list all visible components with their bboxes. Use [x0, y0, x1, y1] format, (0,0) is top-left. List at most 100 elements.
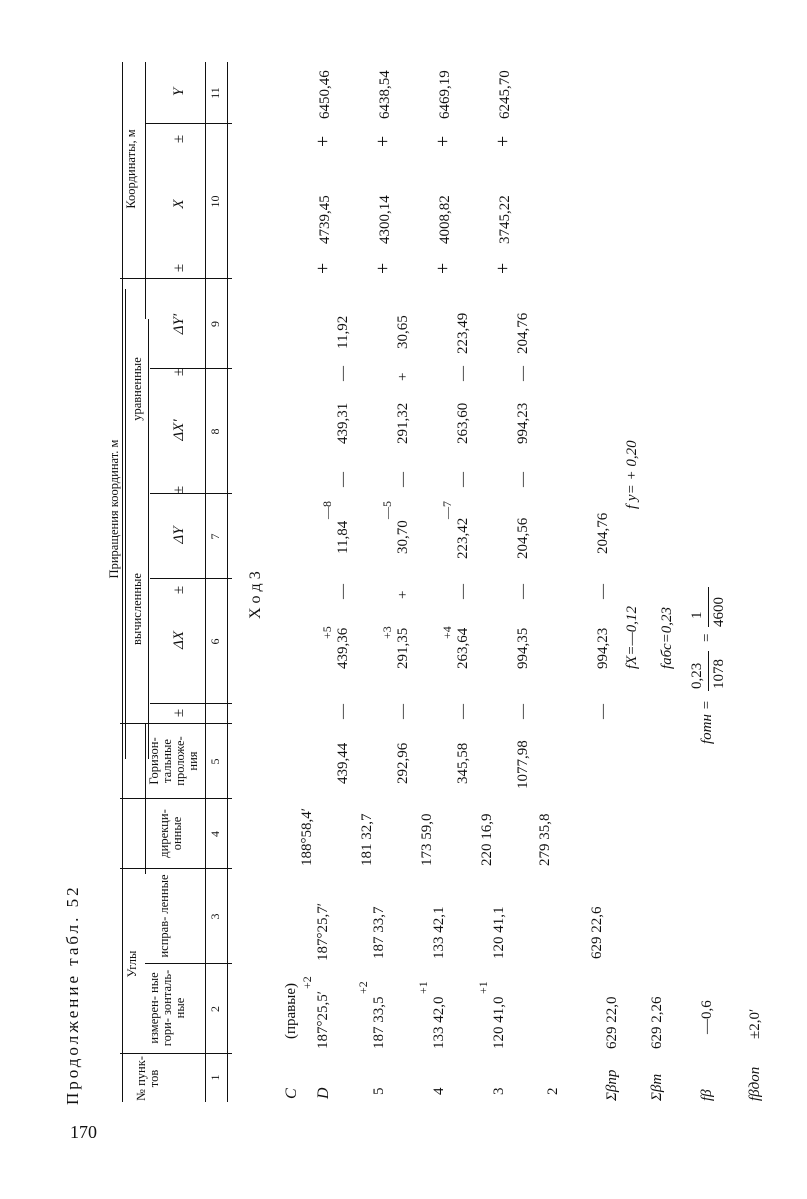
- pm-x-5: +: [372, 262, 394, 274]
- pm-dx2-5: —: [395, 472, 411, 487]
- col-num-4: 4: [208, 831, 222, 837]
- dx-D: 439,36: [335, 627, 351, 669]
- dx-4: 263,64: [455, 627, 471, 669]
- dx2-5: 291,32: [395, 402, 411, 444]
- header-increments: Приращения координат. м: [107, 439, 121, 579]
- dx2-4: 263,60: [455, 402, 471, 444]
- directional-2: 279 35,8: [537, 813, 553, 867]
- header-pm-5: ±: [171, 263, 187, 273]
- sum-pm-dx: —: [595, 704, 611, 719]
- sbpr-corrected: 629 22,6: [589, 906, 605, 960]
- pm-dy-D: —: [335, 584, 351, 599]
- horiz-5: 292,96: [395, 742, 411, 784]
- rule-coord-sub: [145, 62, 146, 319]
- header-dx2: ΔX′: [171, 419, 187, 441]
- directional-4: 173 59,0: [419, 813, 435, 867]
- measured-4: 133 42,0: [431, 996, 447, 1050]
- header-horizontal: Горизон- тальные проложе- ния: [147, 736, 200, 786]
- frac1-den: 1078: [711, 659, 727, 689]
- col-num-1: 1: [208, 1074, 222, 1081]
- pm-dy-5: +: [395, 590, 411, 599]
- pm-dx2-4: —: [455, 472, 471, 487]
- header-adjusted: уравненные: [130, 357, 144, 421]
- pm-x-3: +: [492, 262, 514, 274]
- y-3: 6245,70: [497, 70, 513, 119]
- header-pm-6: ±: [171, 134, 187, 144]
- header-dy: ΔY: [171, 526, 187, 544]
- pm-y-4: +: [432, 135, 454, 147]
- pm-dy-3: —: [515, 584, 531, 599]
- header-point-no: № пунк- тов: [134, 1056, 161, 1101]
- point-3: 3: [491, 1087, 507, 1096]
- pm-x-C: +: [312, 262, 334, 274]
- sbpr-measured: 629 22,0: [604, 996, 620, 1050]
- rule-angles-sub: [145, 724, 146, 874]
- dy-corr-5: —5: [380, 501, 394, 519]
- horiz-D: 439,44: [335, 742, 351, 784]
- fb-value: —0,6: [699, 1000, 715, 1034]
- dx2-D: 439,31: [335, 402, 351, 444]
- point-5: 5: [371, 1087, 387, 1096]
- col-num-2: 2: [208, 1006, 222, 1012]
- col-num-9: 9: [208, 321, 222, 327]
- pm-y-C: +: [312, 135, 334, 147]
- sum-dx: 994,23: [595, 627, 611, 669]
- header-measured: измерен- ные гори- зонталь- ные: [147, 969, 187, 1047]
- point-C: C: [283, 1088, 300, 1099]
- corr-D: +2: [300, 976, 314, 989]
- dy-corr-4: —7: [440, 501, 454, 519]
- header-coords: Координаты, м: [124, 129, 138, 209]
- dy2-D: 11,92: [335, 315, 351, 349]
- measured-note: (правые): [283, 983, 299, 1039]
- frac2-den: 4600: [711, 597, 727, 627]
- dx-corr-4: +4: [440, 626, 454, 639]
- corrected-4: 133 42,1: [431, 906, 447, 960]
- corr-5: +2: [356, 981, 370, 994]
- horiz-3: 1077,98: [515, 740, 531, 789]
- sum-dy: 204,76: [595, 512, 611, 554]
- dx-corr-D: +5: [320, 626, 334, 639]
- corr-3: +1: [476, 981, 490, 994]
- horiz-4: 345,58: [455, 742, 471, 784]
- sbpr-label: Σβпр: [604, 1069, 620, 1101]
- col-num-7: 7: [208, 533, 222, 540]
- pm-dy2-D: —: [335, 366, 351, 381]
- header-angles: Углы: [125, 950, 139, 978]
- dy-corr-D: —8: [320, 501, 334, 519]
- measured-3: 120 41,0: [491, 996, 507, 1050]
- frac1-num: 0,23: [689, 662, 705, 689]
- dy2-3: 204,76: [515, 312, 531, 354]
- sbt-value: 629 2,26: [649, 996, 665, 1050]
- fy-formula: f y= + 0,20: [624, 440, 640, 509]
- dx-corr-5: +3: [380, 626, 394, 639]
- header-directional: дирекци- онные: [157, 809, 184, 858]
- fx-formula: fX=—0,12: [624, 605, 640, 669]
- rule-numbers: [227, 62, 228, 1102]
- col-num-11: 11: [208, 87, 222, 99]
- y-4: 6469,19: [437, 70, 453, 119]
- measured-5: 187 33,5: [371, 996, 387, 1050]
- pm-dy2-3: —: [515, 366, 531, 381]
- header-pm-4: ±: [171, 367, 187, 377]
- x-4: 4008,82: [437, 195, 453, 244]
- directional-3: 220 16,9: [479, 813, 495, 867]
- pm-x-4: +: [432, 262, 454, 274]
- point-2: 2: [545, 1087, 561, 1096]
- col-num-8: 8: [208, 428, 222, 435]
- pm-dx-4: —: [455, 704, 471, 719]
- directional-5: 181 32,7: [359, 813, 375, 867]
- header-pm-2: ±: [171, 585, 187, 595]
- col-num-6: 6: [208, 638, 222, 645]
- y-5: 6438,54: [377, 70, 393, 119]
- frac2-num: 1: [689, 611, 705, 620]
- x-C: 4739,45: [317, 195, 333, 244]
- col-num-5: 5: [208, 758, 222, 765]
- x-5: 4300,14: [377, 195, 393, 244]
- pm-dy2-4: —: [455, 366, 471, 381]
- header-x: X: [171, 199, 187, 209]
- corrected-3: 120 41,1: [491, 906, 507, 960]
- rule-incr-sub: [125, 289, 126, 759]
- dx2-3: 994,23: [515, 402, 531, 444]
- col-num-10: 10: [208, 195, 222, 208]
